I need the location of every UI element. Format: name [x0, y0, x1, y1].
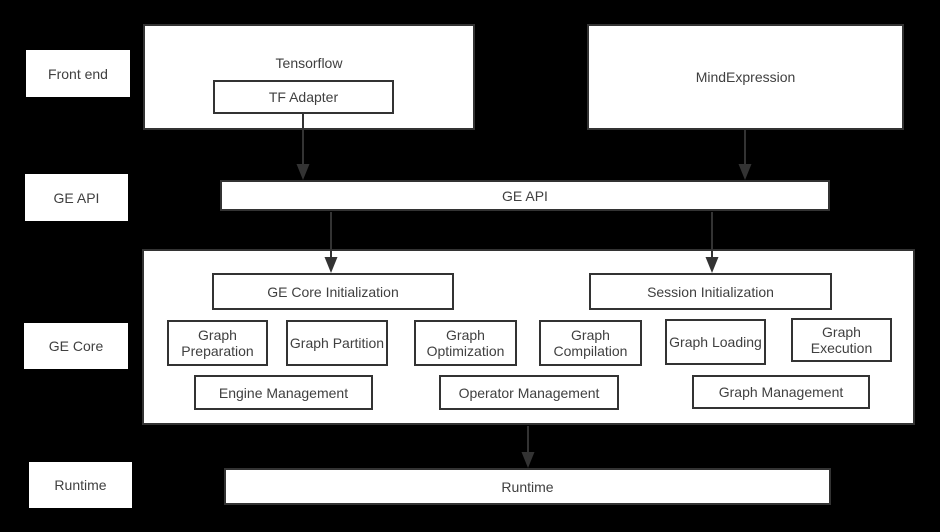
node-runtime-bar: Runtime: [224, 468, 831, 505]
node-graph-loading: Graph Loading: [665, 319, 766, 365]
node-operator-management: Operator Management: [439, 375, 619, 410]
node-tf-adapter: TF Adapter: [213, 80, 394, 114]
layer-label-front-end: Front end: [26, 50, 130, 97]
layer-label-ge-api: GE API: [25, 174, 128, 221]
node-session-initialization: Session Initialization: [589, 273, 832, 310]
node-graph-preparation: Graph Preparation: [167, 320, 268, 366]
node-graph-partition: Graph Partition: [286, 320, 388, 366]
layer-label-ge-core: GE Core: [24, 323, 128, 369]
node-graph-management: Graph Management: [692, 375, 870, 409]
node-tensorflow: Tensorflow TF Adapter: [143, 24, 475, 130]
node-ge-api-bar: GE API: [220, 180, 830, 211]
arrow-ge-core-to-runtime: [521, 426, 535, 468]
node-graph-execution: Graph Execution: [791, 318, 892, 362]
node-engine-management: Engine Management: [194, 375, 373, 410]
node-mind-expression: MindExpression: [587, 24, 904, 130]
node-graph-compilation: Graph Compilation: [539, 320, 642, 366]
layer-label-runtime: Runtime: [29, 462, 132, 508]
node-graph-optimization: Graph Optimization: [414, 320, 517, 366]
node-tensorflow-label: Tensorflow: [275, 55, 343, 71]
node-ge-core-initialization: GE Core Initialization: [212, 273, 454, 310]
node-ge-core-container: GE Core Initialization Session Initializ…: [142, 249, 915, 425]
arrow-mind-expression-to-ge-api: [738, 130, 752, 180]
